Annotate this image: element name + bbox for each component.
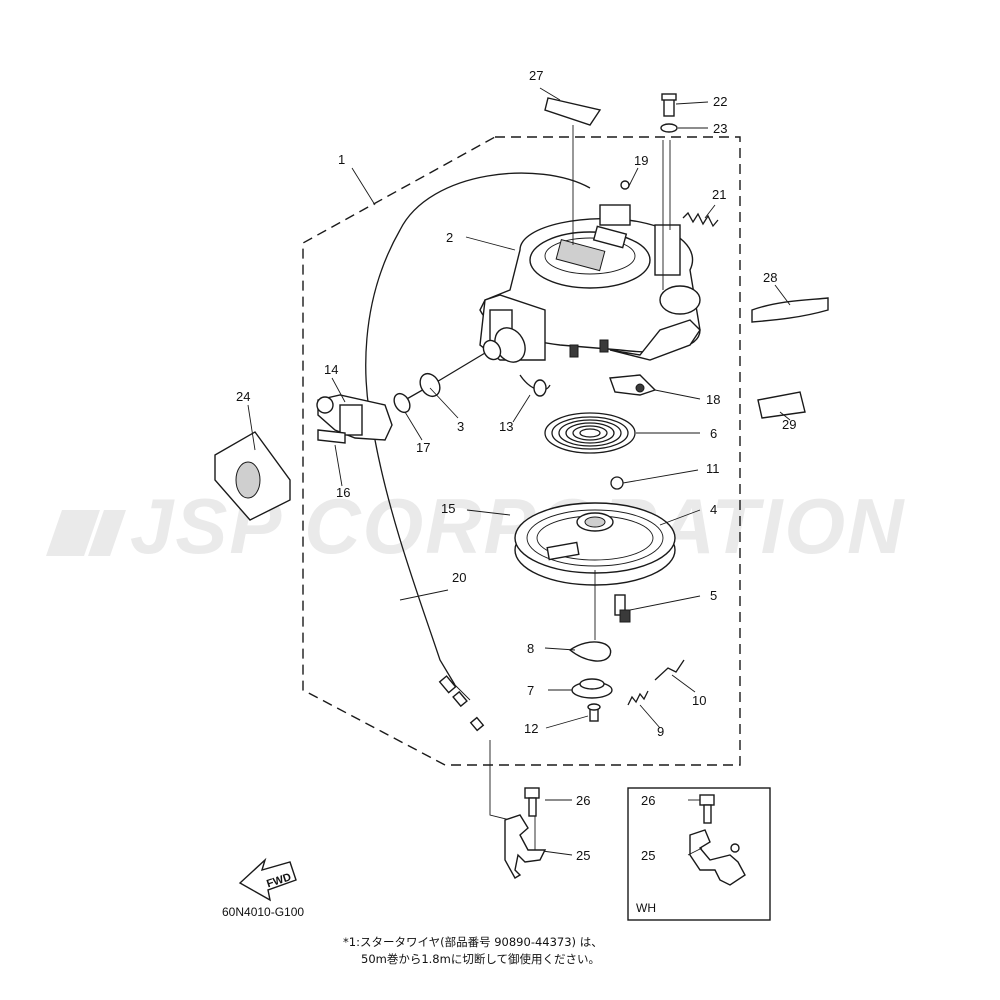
label-29 xyxy=(757,391,806,419)
callout-29: 29 xyxy=(782,417,796,432)
leader-lines xyxy=(247,87,791,856)
spiral-spring-6 xyxy=(544,412,636,454)
callout-26: 26 xyxy=(576,793,590,808)
plate-8 xyxy=(568,641,612,662)
return-spring-10 xyxy=(654,659,685,681)
coil-spring-9 xyxy=(627,690,649,706)
callout-13: 13 xyxy=(499,419,513,434)
callout-11: 11 xyxy=(706,461,720,476)
wh-bracket xyxy=(689,829,746,886)
wh-callout-26: 26 xyxy=(641,793,655,808)
callout-16: 16 xyxy=(336,485,350,500)
bracket-25 xyxy=(489,740,547,879)
cable-fitting xyxy=(419,327,526,398)
callout-15: 15 xyxy=(441,501,455,516)
callout-3: 3 xyxy=(457,419,464,434)
assembly-boundary xyxy=(302,136,741,766)
wh-callout-25: 25 xyxy=(641,848,655,863)
drive-plate-7 xyxy=(571,678,613,699)
grommet-24 xyxy=(214,431,291,521)
washer-23 xyxy=(660,123,678,133)
cable-3 xyxy=(404,349,491,401)
callout-7: 7 xyxy=(527,683,534,698)
wire-end-fitting xyxy=(438,675,485,732)
callout-28: 28 xyxy=(763,270,777,285)
callout-24: 24 xyxy=(236,389,250,404)
pawl-18 xyxy=(609,374,657,396)
clip-16 xyxy=(317,429,346,444)
bracket-14 xyxy=(316,394,393,441)
wh-label: WH xyxy=(636,901,656,915)
note-line-2: 50m巻から1.8mに切断して御使用ください。 xyxy=(361,952,600,966)
callout-1: 1 xyxy=(338,152,345,167)
bolt-22 xyxy=(661,93,677,117)
callout-27: 27 xyxy=(529,68,543,83)
callout-8: 8 xyxy=(527,641,534,656)
label-27 xyxy=(544,97,602,126)
callout-12: 12 xyxy=(524,721,538,736)
callout-22: 22 xyxy=(713,94,727,109)
grommet-17 xyxy=(393,392,411,414)
fwd-arrow-icon: FWD xyxy=(238,857,297,902)
watermark: JSP CORPORATION xyxy=(46,482,903,570)
starter-wire xyxy=(365,172,591,686)
callout-numbers: 1 2 3 4 5 6 7 8 9 10 11 12 13 14 15 16 1… xyxy=(236,68,796,863)
callout-25: 25 xyxy=(576,848,590,863)
callout-20: 20 xyxy=(452,570,466,585)
callout-18: 18 xyxy=(706,392,720,407)
callout-10: 10 xyxy=(692,693,706,708)
callout-6: 6 xyxy=(710,426,717,441)
callout-14: 14 xyxy=(324,362,338,377)
callout-4: 4 xyxy=(710,502,717,517)
screw-12 xyxy=(587,703,601,722)
callout-17: 17 xyxy=(416,440,430,455)
note-line-1: *1:スタータワイヤ(部品番号 90890-44373) は、 xyxy=(343,935,603,949)
callout-5: 5 xyxy=(710,588,717,603)
bolt-26 xyxy=(524,787,540,817)
label-28 xyxy=(751,297,829,323)
callout-23: 23 xyxy=(713,121,727,136)
spring-21 xyxy=(682,211,719,228)
callout-19: 19 xyxy=(634,153,648,168)
pulley-4 xyxy=(514,502,676,586)
pin-5 xyxy=(614,594,631,623)
callout-21: 21 xyxy=(712,187,726,202)
diagram-code: 60N4010-G100 xyxy=(222,905,304,919)
callout-9: 9 xyxy=(657,724,664,739)
callout-2: 2 xyxy=(446,230,453,245)
